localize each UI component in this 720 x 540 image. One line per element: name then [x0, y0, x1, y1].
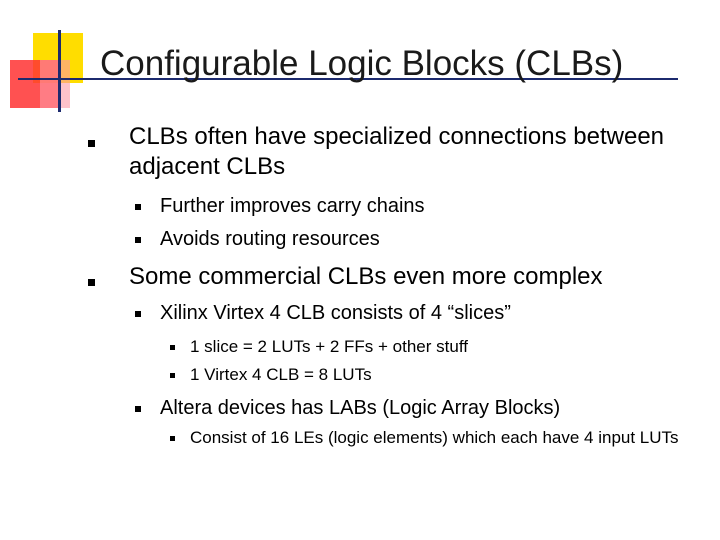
- bullet-square-icon: [135, 406, 141, 412]
- bullet-square-icon: [170, 436, 175, 441]
- bullet-square-icon: [88, 279, 95, 286]
- logo-pink-square: [40, 60, 70, 108]
- bullet-square-icon: [170, 345, 175, 350]
- bullet-square-icon: [135, 311, 141, 317]
- logo-vertical-line: [58, 30, 61, 112]
- sub-sub-bullet-text: 1 Virtex 4 CLB = 8 LUTs: [190, 365, 372, 384]
- bullet-square-icon: [135, 237, 141, 243]
- sub-bullet-text: Avoids routing resources: [160, 228, 380, 250]
- sub-sub-bullet-text: 1 slice = 2 LUTs + 2 FFs + other stuff: [190, 337, 468, 356]
- slide-title: Configurable Logic Blocks (CLBs): [100, 44, 624, 83]
- bullet-square-icon: [135, 204, 141, 210]
- title-underline: [18, 78, 678, 80]
- sub-bullet-text: Altera devices has LABs (Logic Array Blo…: [160, 397, 561, 419]
- bullet-text: Some commercial CLBs even more complex: [129, 263, 603, 290]
- sub-bullet-text: Xilinx Virtex 4 CLB consists of 4 “slice…: [160, 302, 511, 324]
- bullet-square-icon: [170, 373, 175, 378]
- bullet-square-icon: [88, 140, 95, 147]
- bullet-text: CLBs often have specialized connections …: [129, 123, 665, 180]
- sub-sub-bullet-text: Consist of 16 LEs (logic elements) which…: [190, 428, 679, 447]
- sub-bullet-text: Further improves carry chains: [160, 195, 425, 217]
